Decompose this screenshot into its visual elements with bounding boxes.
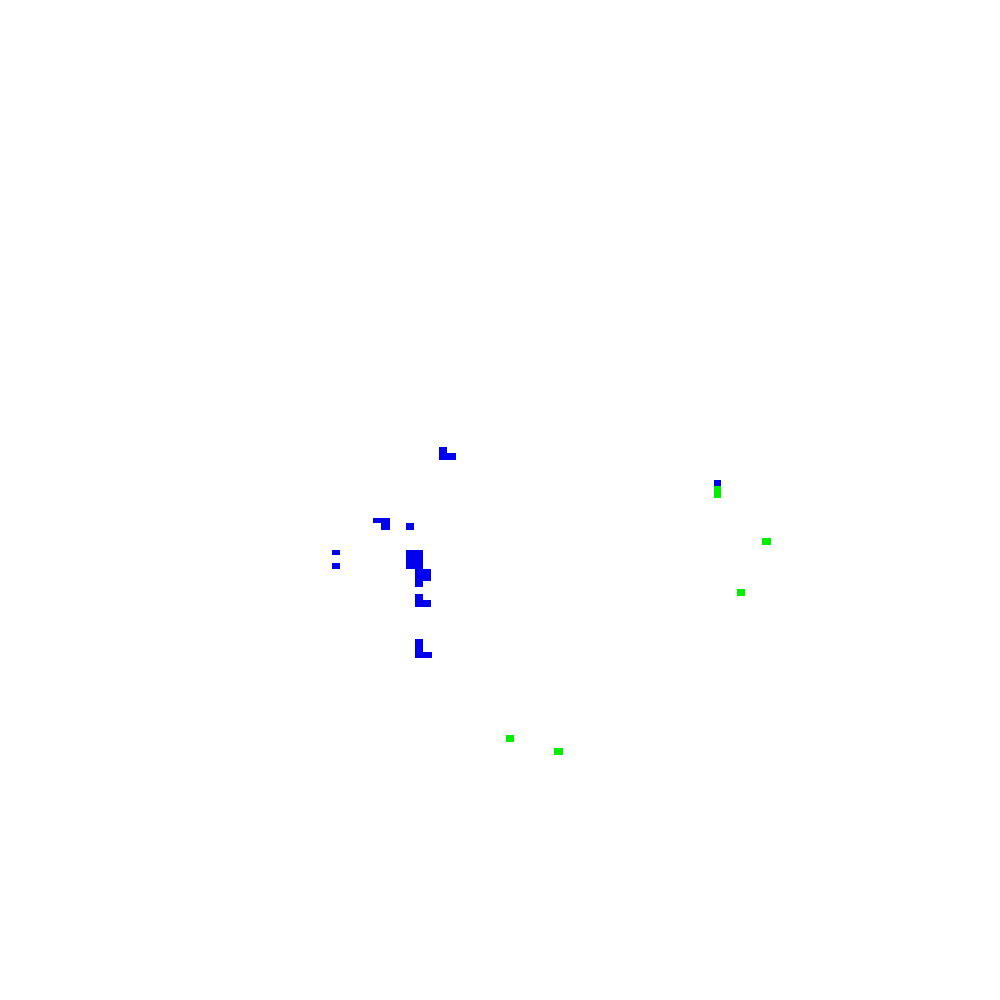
blue-pixel-block <box>439 453 456 460</box>
green-pixel-block <box>714 486 721 498</box>
blue-pixel-block <box>332 563 340 569</box>
blue-pixel-block <box>415 639 423 658</box>
blue-pixel-block <box>415 600 431 607</box>
green-pixel-block <box>554 748 563 755</box>
blue-pixel-block <box>406 550 423 569</box>
green-pixel-cluster <box>506 486 771 755</box>
blue-pixel-block <box>406 523 414 530</box>
green-pixel-block <box>762 538 771 545</box>
blue-pixel-block <box>415 569 431 581</box>
green-pixel-block <box>737 589 745 596</box>
blue-pixel-block <box>415 581 423 587</box>
blue-pixel-block <box>415 652 432 658</box>
green-pixel-block <box>506 735 514 742</box>
blue-pixel-block <box>332 550 340 555</box>
blue-pixel-cluster <box>332 447 721 658</box>
blue-pixel-block <box>381 518 390 530</box>
blue-pixel-block <box>714 480 721 486</box>
